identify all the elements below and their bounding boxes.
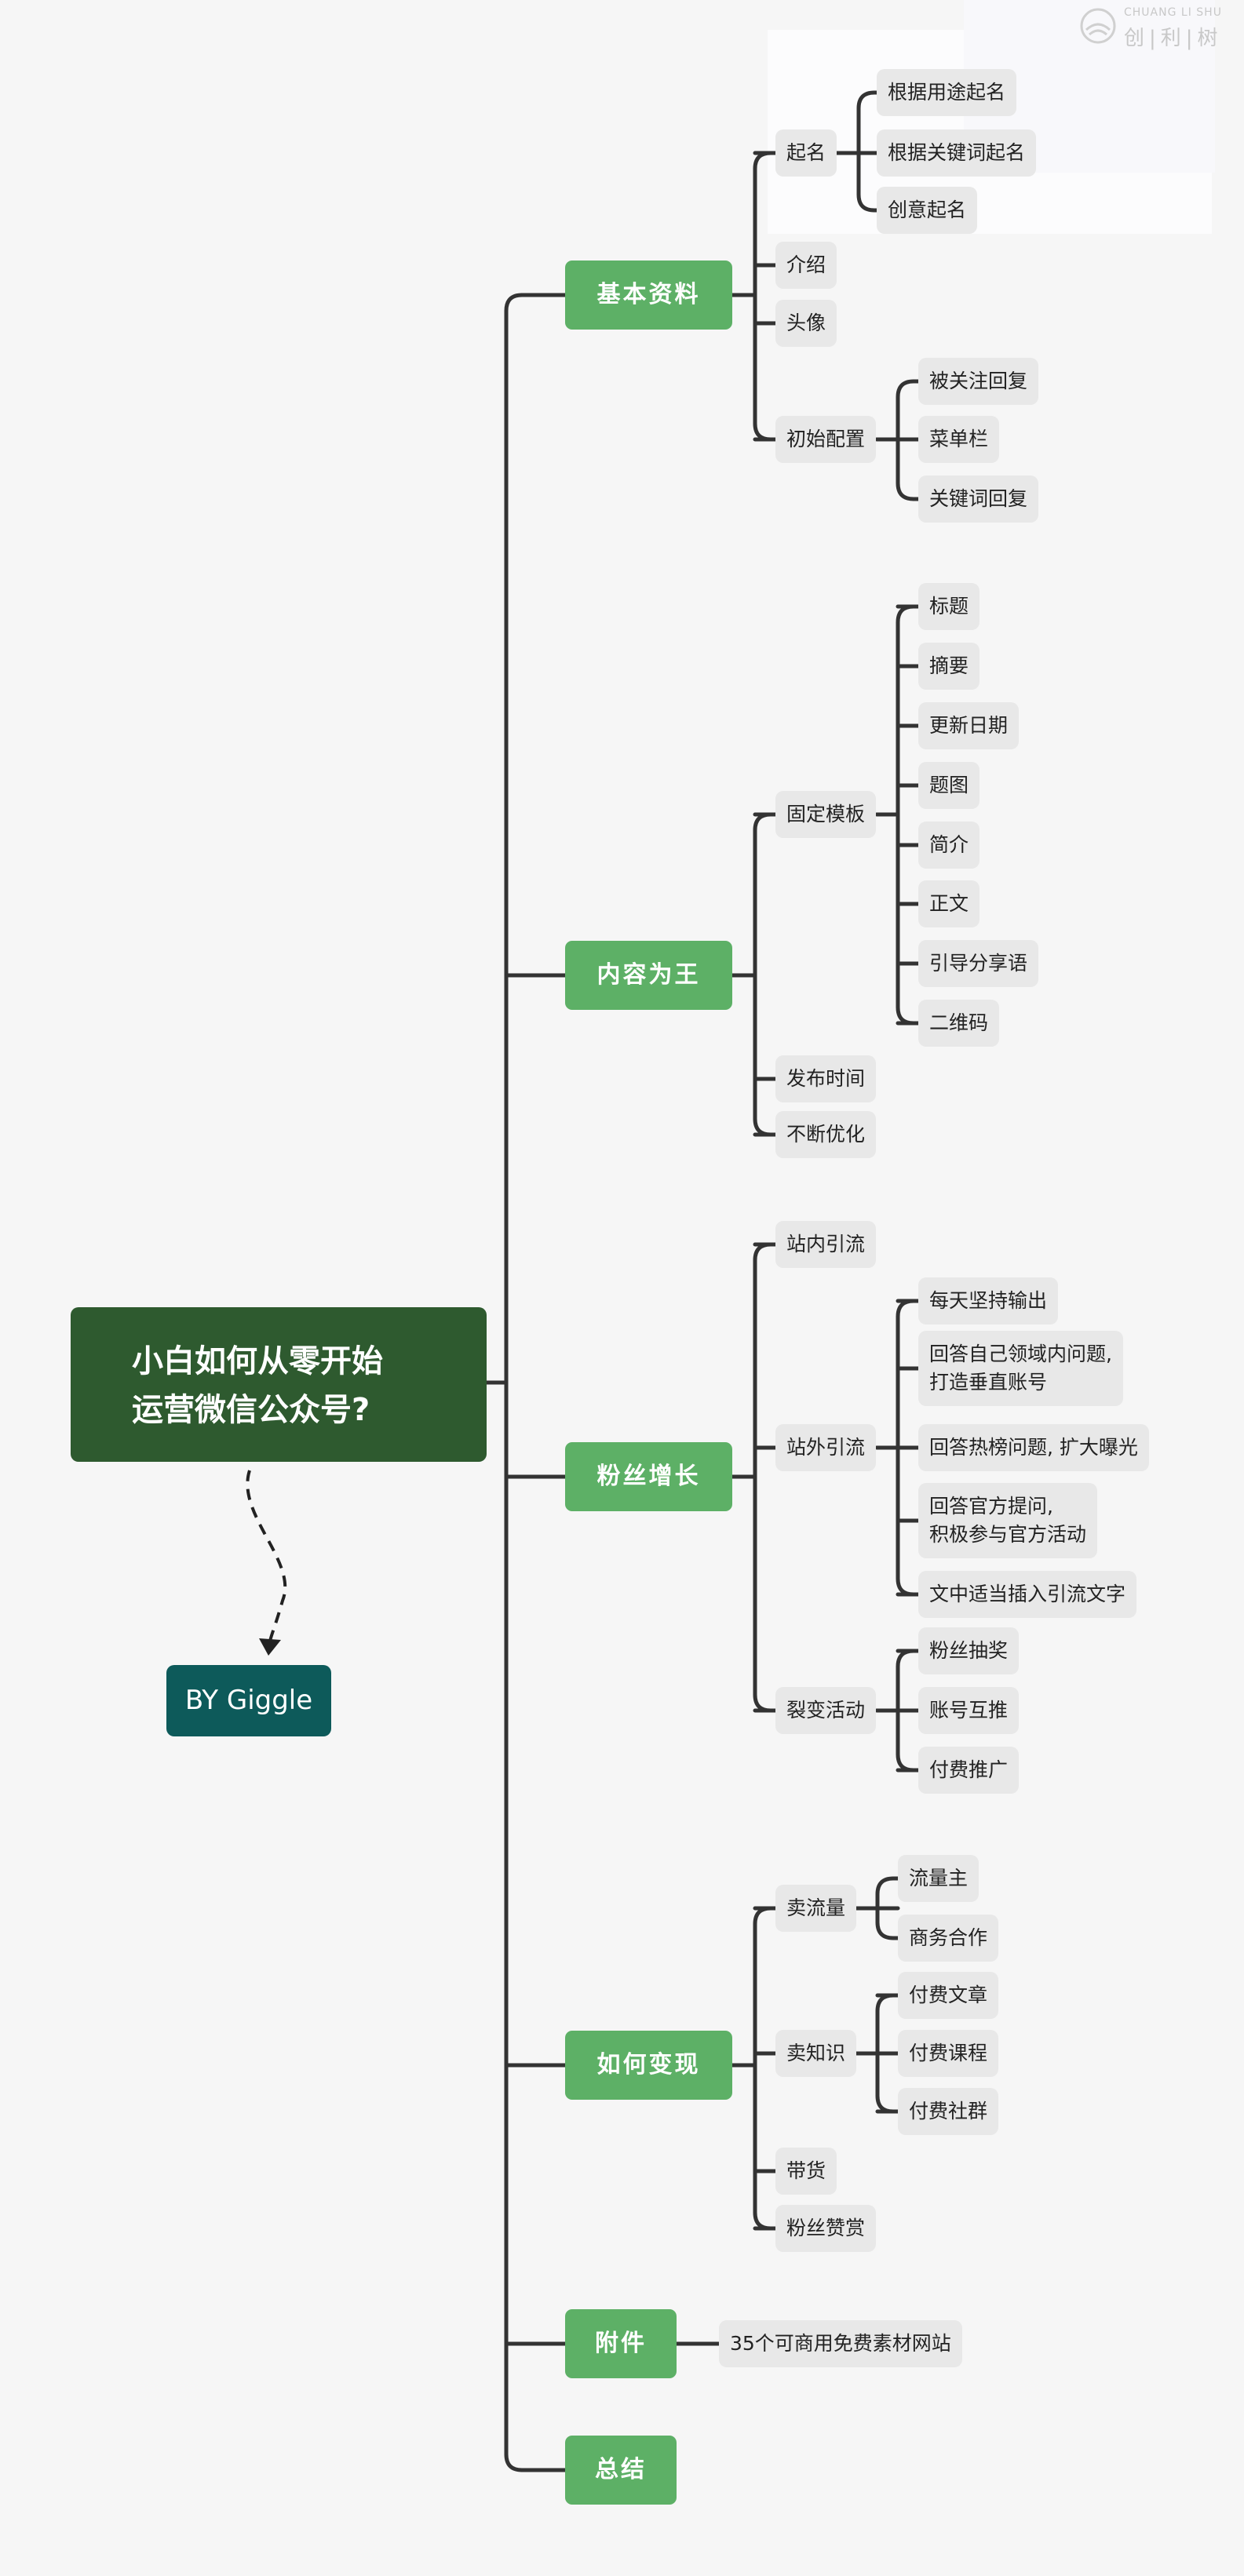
topic-template-item: 摘要 bbox=[918, 643, 980, 690]
watermark-small-text: CHUANG LI SHU bbox=[1124, 6, 1222, 19]
topic-intro: 介绍 bbox=[775, 242, 837, 289]
topic-onsite-traffic: 站内引流 bbox=[775, 1221, 877, 1268]
topic-naming-item: 根据用途起名 bbox=[877, 69, 1017, 116]
topic-sell-goods: 带货 bbox=[775, 2148, 837, 2195]
topic-knowledge-item: 付费文章 bbox=[898, 1972, 999, 2019]
topic-offsite-item: 文中适当插入引流文字 bbox=[918, 1571, 1137, 1618]
topic-fission-item: 账号互推 bbox=[918, 1687, 1020, 1734]
branch-content-king: 内容为王 bbox=[565, 941, 732, 1010]
topic-sell-traffic: 卖流量 bbox=[775, 1885, 857, 1932]
topic-config-item: 菜单栏 bbox=[918, 416, 1000, 463]
author-badge: BY Giggle bbox=[166, 1665, 331, 1736]
tree-logo-icon bbox=[1080, 8, 1116, 44]
topic-initial-config: 初始配置 bbox=[775, 416, 877, 463]
topic-config-item: 关键词回复 bbox=[918, 475, 1039, 523]
topic-template-item: 简介 bbox=[918, 822, 980, 869]
topic-fission-activity: 裂变活动 bbox=[775, 1687, 877, 1734]
topic-offsite-item: 回答官方提问, 积极参与官方活动 bbox=[918, 1483, 1098, 1558]
root-topic-line-2: 运营微信公众号? bbox=[132, 1392, 370, 1428]
topic-config-item: 被关注回复 bbox=[918, 358, 1039, 405]
topic-keep-optimizing: 不断优化 bbox=[775, 1111, 877, 1158]
topic-offsite-traffic: 站外引流 bbox=[775, 1424, 877, 1471]
topic-template-item: 正文 bbox=[918, 880, 980, 927]
branch-fan-growth: 粉丝增长 bbox=[565, 1442, 732, 1511]
topic-offsite-item: 回答热榜问题, 扩大曝光 bbox=[918, 1424, 1149, 1471]
topic-offsite-item-line: 积极参与官方活动 bbox=[929, 1523, 1087, 1546]
topic-naming-item: 创意起名 bbox=[877, 187, 978, 234]
branch-monetization: 如何变现 bbox=[565, 2031, 732, 2100]
branch-attachment: 附件 bbox=[565, 2309, 677, 2378]
branch-basic-info: 基本资料 bbox=[565, 261, 732, 330]
topic-traffic-item: 流量主 bbox=[898, 1855, 980, 1902]
topic-publish-time: 发布时间 bbox=[775, 1055, 877, 1102]
topic-traffic-item: 商务合作 bbox=[898, 1915, 999, 1962]
watermark-logo: CHUANG LI SHU 创|利|树 bbox=[1080, 5, 1237, 50]
topic-template-item: 更新日期 bbox=[918, 702, 1020, 749]
topic-knowledge-item: 付费课程 bbox=[898, 2030, 999, 2077]
topic-offsite-item: 每天坚持输出 bbox=[918, 1277, 1059, 1324]
topic-fan-tips: 粉丝赞赏 bbox=[775, 2205, 877, 2252]
topic-template-item: 二维码 bbox=[918, 1000, 1000, 1047]
branch-summary: 总结 bbox=[565, 2436, 677, 2505]
topic-fission-item: 付费推广 bbox=[918, 1747, 1020, 1794]
topic-fixed-template: 固定模板 bbox=[775, 791, 877, 838]
topic-offsite-item: 回答自己领域内问题, 打造垂直账号 bbox=[918, 1331, 1123, 1406]
topic-knowledge-item: 付费社群 bbox=[898, 2088, 999, 2135]
topic-fission-item: 粉丝抽奖 bbox=[918, 1627, 1020, 1674]
topic-offsite-item-line: 打造垂直账号 bbox=[929, 1371, 1048, 1394]
topic-template-item: 标题 bbox=[918, 583, 980, 630]
topic-avatar: 头像 bbox=[775, 300, 837, 347]
topic-sell-knowledge: 卖知识 bbox=[775, 2030, 857, 2077]
root-topic: 小白如何从零开始 运营微信公众号? bbox=[71, 1307, 487, 1462]
topic-template-item: 引导分享语 bbox=[918, 940, 1039, 987]
watermark-big-text: 创|利|树 bbox=[1124, 27, 1223, 50]
topic-attachment-item: 35个可商用免费素材网站 bbox=[719, 2320, 962, 2367]
root-topic-line-1: 小白如何从零开始 bbox=[132, 1343, 383, 1379]
topic-offsite-item-line: 回答官方提问, bbox=[929, 1495, 1053, 1518]
topic-offsite-item-line: 回答自己领域内问题, bbox=[929, 1343, 1112, 1365]
topic-template-item: 题图 bbox=[918, 762, 980, 809]
topic-naming-item: 根据关键词起名 bbox=[877, 129, 1037, 177]
topic-naming: 起名 bbox=[775, 129, 837, 177]
